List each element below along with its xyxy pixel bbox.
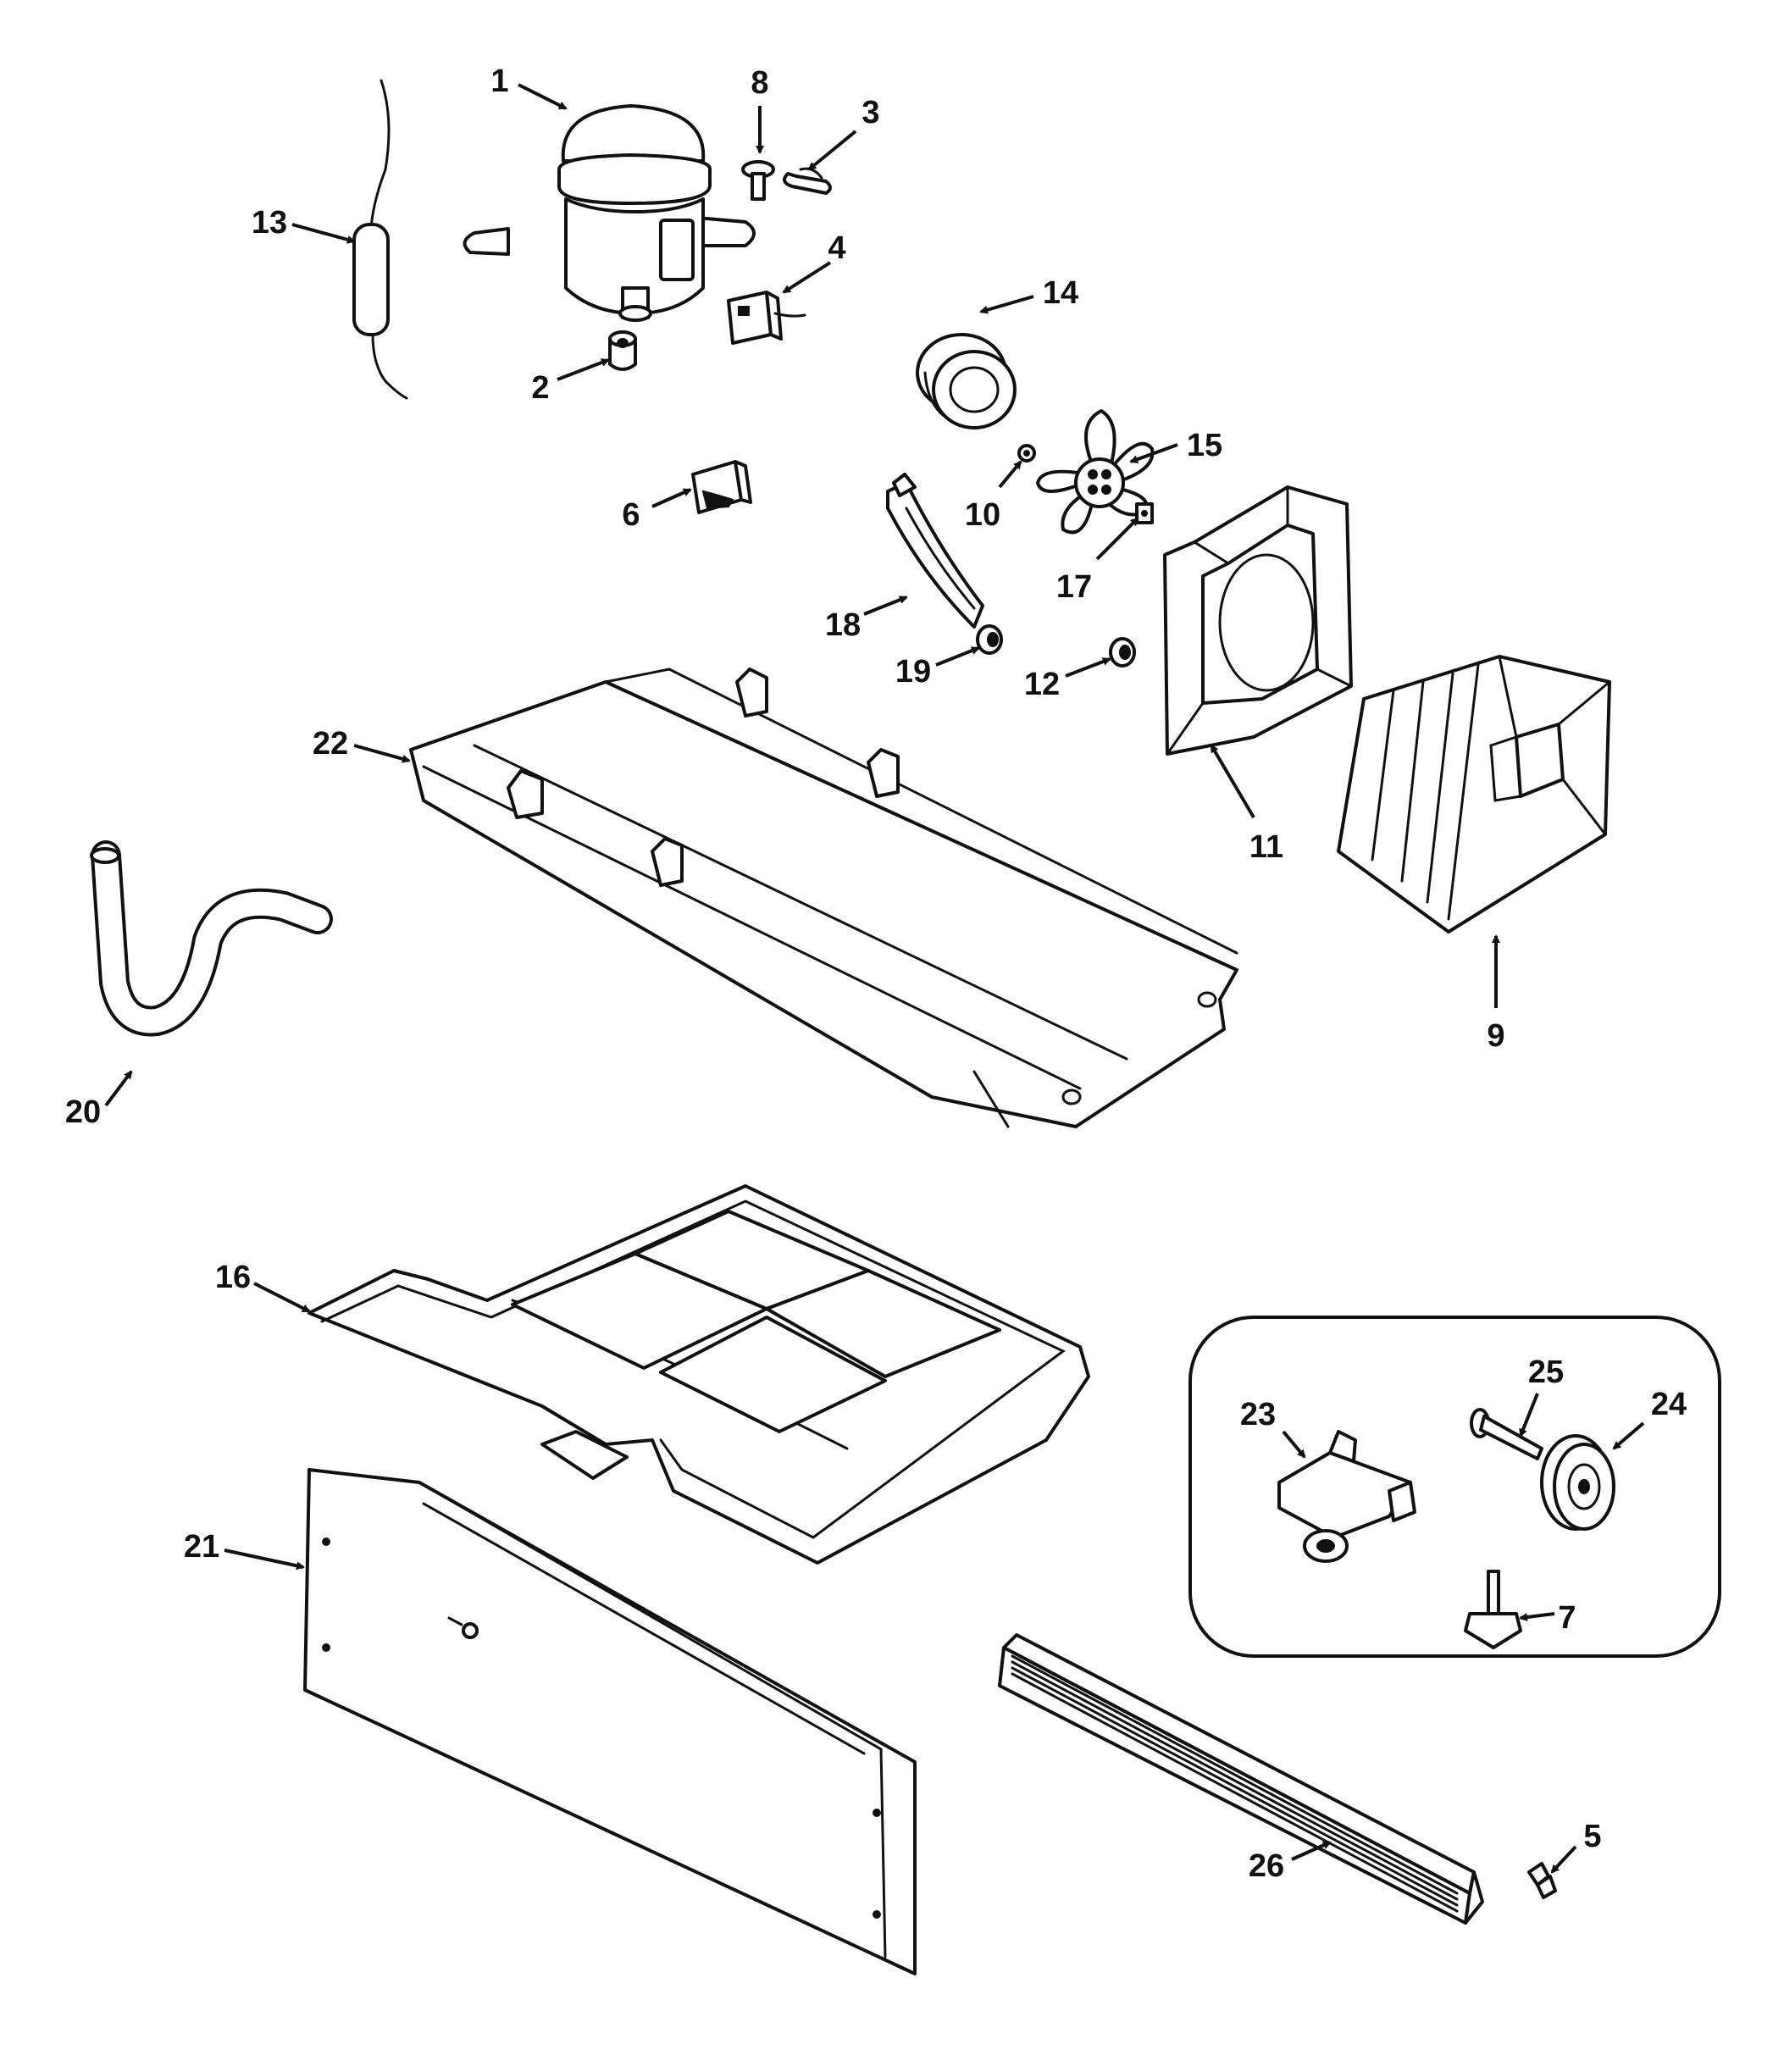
part-17-bracket [1135, 502, 1154, 524]
part-9-condenser [1337, 655, 1611, 934]
callout-5: 5 [1583, 1819, 1601, 1854]
callout-6: 6 [622, 497, 640, 533]
callout-15: 15 [1187, 428, 1222, 463]
callout-9: 9 [1487, 1018, 1504, 1054]
part-8-stud [741, 160, 775, 201]
part-18-mounting-bracket [886, 473, 984, 629]
callout-13: 13 [252, 205, 287, 241]
part-15-fan-blade [1036, 409, 1155, 535]
part-19-grommet [976, 624, 1003, 655]
callout-22: 22 [313, 726, 348, 762]
part-4-relay [727, 291, 806, 345]
part-20-drain-hose [90, 840, 333, 1037]
callout-12: 12 [1024, 667, 1060, 702]
part-25-axle-pin [1470, 1408, 1543, 1460]
part-12-grommet [1109, 637, 1136, 668]
part-7-leveling-leg [1464, 1570, 1522, 1649]
part-26-grille [998, 1633, 1484, 1925]
part-14-fan-motor [916, 333, 1017, 429]
callout-19: 19 [895, 654, 931, 690]
callout-1: 1 [490, 64, 508, 99]
callout-11: 11 [1249, 829, 1283, 865]
callout-26: 26 [1249, 1848, 1284, 1884]
callout-3: 3 [862, 95, 879, 130]
callout-7: 7 [1558, 1600, 1576, 1636]
callout-24: 24 [1651, 1387, 1687, 1422]
part-10-nut [1017, 444, 1036, 463]
callout-23: 23 [1240, 1397, 1276, 1432]
part-5-clip [1527, 1862, 1557, 1899]
callout-25: 25 [1528, 1355, 1564, 1390]
callout-14: 14 [1043, 275, 1078, 311]
callout-labels: 1 2 3 4 5 6 7 8 9 10 11 12 13 14 15 16 1… [65, 64, 1687, 1884]
callout-21: 21 [184, 1529, 219, 1565]
part-23-roller-bracket [1277, 1430, 1416, 1563]
callout-2: 2 [531, 370, 549, 406]
part-13-drier [352, 79, 408, 400]
part-2-grommet [608, 330, 637, 371]
callout-16: 16 [215, 1260, 251, 1295]
part-22-base-pan [409, 668, 1238, 1128]
inset-box [1188, 1316, 1721, 1658]
part-21-toe-panel [303, 1468, 917, 1975]
part-3-clip [783, 167, 832, 195]
callout-4: 4 [828, 230, 845, 266]
part-6-switch [691, 460, 752, 514]
callout-8: 8 [751, 65, 768, 101]
callout-20: 20 [65, 1094, 101, 1130]
callout-17: 17 [1056, 569, 1092, 605]
leader-lines [104, 83, 1645, 1874]
callout-18: 18 [825, 607, 861, 643]
part-1-compressor [463, 104, 756, 322]
part-16-drain-pan [307, 1184, 1090, 1565]
part-11-fan-shroud [1163, 485, 1353, 756]
callout-10: 10 [965, 497, 1000, 533]
part-24-roller-wheel [1540, 1434, 1615, 1531]
